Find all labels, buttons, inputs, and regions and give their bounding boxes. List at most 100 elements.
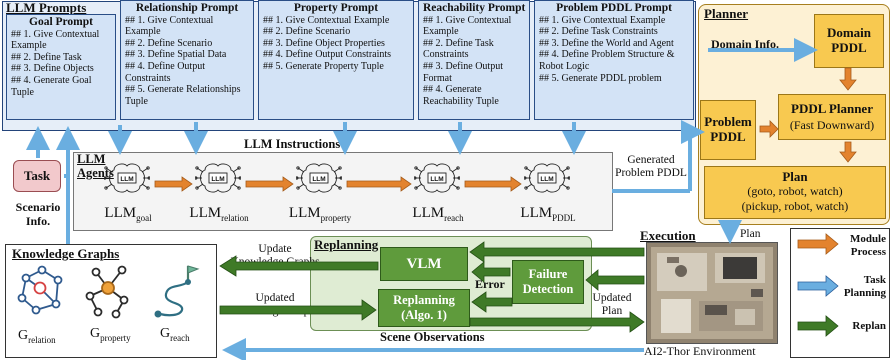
llm-sub: goal: [136, 213, 152, 223]
execution-title: Execution: [640, 228, 696, 243]
llm-base: LLM: [288, 205, 321, 221]
replan-box-line: Replanning: [393, 293, 455, 307]
prompt-item: ## 5. Generate Property Tuple: [263, 60, 384, 72]
prompt-item: ## 3. Define Object Properties: [263, 37, 385, 49]
updated-kg-line: Updated: [255, 292, 295, 304]
prompt-item: ## 4. Define Problem Structure & Robot L…: [539, 49, 675, 72]
llm-property-label: LLMproperty: [280, 205, 360, 223]
prompt-item: ## 3. Define Output Format: [423, 60, 503, 84]
brain-llm-text: LLM: [312, 176, 325, 183]
problem-pddl-prompt-title: Problem PDDL Prompt: [556, 2, 672, 14]
legend-line: Task: [863, 274, 886, 286]
prompt-item: ## 3. Define the World and Agent: [539, 37, 674, 49]
llm-base: LLM: [412, 205, 445, 221]
prompt-item: ## 1. Give Contextual Example: [11, 28, 100, 52]
replanning-algo-box: Replanning (Algo. 1): [378, 289, 470, 327]
updated-plan-label: Updated Plan: [588, 292, 636, 318]
llm-brain-icon: LLM: [194, 160, 242, 201]
prompt-item: ## 2. Define Task Constraints: [423, 37, 494, 61]
reachability-prompt-box: Reachability Prompt ## 1. Give Contextua…: [418, 0, 530, 120]
knowledge-graph-icons: [17, 265, 200, 319]
llm-pddl-label: LLMPDDL: [508, 205, 588, 223]
ai2thor-scene-drawing: [647, 243, 777, 343]
prompt-item: ## 2. Define Scenario: [263, 26, 351, 38]
scenario-info-label: Scenario Info.: [10, 200, 66, 228]
pddl-planner-subtitle: (Fast Downward): [789, 118, 875, 132]
g-property-label: Gproperty: [90, 326, 131, 343]
ai2thor-scene-image: [646, 242, 778, 344]
domain-pddl-line: Domain: [826, 25, 872, 40]
failure-line: Failure: [528, 267, 568, 281]
prompt-item: ## 4. Generate Reachability Tuple: [423, 84, 499, 107]
llm-instructions-label: LLM Instructions: [244, 137, 341, 151]
plan-box: Plan (goto, robot, watch) (pickup, robot…: [704, 166, 886, 219]
llm-sub: property: [320, 213, 352, 223]
prompt-item: ## 1. Give Contextual Example: [539, 14, 666, 26]
problem-pddl-box: Problem PDDL: [700, 100, 756, 160]
g-sub: relation: [28, 334, 56, 345]
prompt-item: ## 4. Define Output Constraints: [263, 49, 392, 61]
brain-llm-text: LLM: [540, 176, 553, 183]
updated-plan-line: Plan: [601, 305, 623, 317]
llm-base: LLM: [104, 205, 137, 221]
property-prompt-title: Property Prompt: [293, 2, 379, 14]
llm-goal-label: LLMgoal: [88, 205, 168, 223]
task-box: Task: [13, 160, 61, 192]
legend-module-label: Module Process: [840, 233, 886, 259]
prompt-item: ## 2. Define Task: [11, 51, 82, 63]
plan-line: (goto, robot, watch): [747, 184, 843, 198]
vlm-label: VLM: [406, 256, 442, 272]
prompt-item: ## 2. Define Scenario: [125, 37, 213, 49]
domain-pddl-box: Domain PDDL: [814, 14, 884, 68]
llm-reach-label: LLMreach: [398, 205, 478, 223]
updated-plan-line: Updated: [592, 292, 632, 304]
domain-info-label: Domain Info.: [711, 37, 780, 51]
llm-brain-icon: LLM: [103, 160, 151, 201]
g-base: G: [160, 326, 171, 341]
brain-llm-text: LLM: [120, 176, 133, 183]
brain-llm-text: LLM: [430, 176, 443, 183]
llm-brain-icon: LLM: [523, 160, 571, 201]
error-label: Error: [475, 277, 505, 291]
prompt-item: ## 5. Generate Relationships Tuple: [125, 84, 241, 107]
scene-observations-label: Scene Observations: [380, 330, 485, 344]
vlm-box: VLM: [380, 247, 468, 281]
task-label: Task: [23, 168, 51, 183]
reachability-prompt-title: Reachability Prompt: [423, 2, 526, 14]
knowledge-graphs-title: Knowledge Graphs: [12, 246, 120, 261]
g-base: G: [18, 328, 29, 343]
pddl-planner-box: PDDL Planner (Fast Downward): [778, 94, 886, 140]
llm-brain-icon: LLM: [413, 160, 461, 201]
prompt-item: ## 2. Define Task Constraints: [539, 26, 658, 38]
planner-title: Planner: [704, 6, 749, 21]
relationship-prompt-title: Relationship Prompt: [135, 2, 239, 14]
property-prompt-box: Property Prompt ## 1. Give Contextual Ex…: [258, 0, 414, 120]
goal-prompt-box: Goal Prompt ## 1. Give Contextual Exampl…: [6, 14, 116, 120]
update-kg-line: Update: [258, 243, 292, 255]
legend-line: Planning: [843, 287, 886, 299]
prompt-item: ## 3. Define Objects: [11, 63, 94, 75]
g-relation-label: Grelation: [18, 328, 56, 345]
prompt-item: ## 4. Generate Goal Tuple: [11, 74, 92, 98]
scenario-line: Scenario: [15, 200, 61, 214]
property-graph-icon: [85, 265, 129, 319]
update-kg-label: Update Knowledge Graphs: [222, 243, 328, 269]
prompt-item: ## 1. Give Contextual Example: [423, 14, 512, 38]
generated-problem-pddl-label: Generated Problem PDDL: [608, 154, 694, 180]
llm-prompts-title: LLM Prompts: [6, 0, 87, 15]
g-sub: reach: [170, 332, 190, 343]
llm-base: LLM: [520, 205, 553, 221]
update-kg-line: Knowledge Graphs: [230, 256, 320, 268]
problem-pddl-prompt-box: Problem PDDL Prompt ## 1. Give Contextua…: [534, 0, 694, 120]
scenario-line: Info.: [25, 214, 51, 228]
llm-agents-title-line: LLM: [77, 152, 106, 166]
updated-kg-label: Updated Knowledge Graphs: [222, 292, 328, 318]
legend-line: Process: [850, 246, 886, 258]
problem-pddl-line: Problem: [704, 114, 752, 129]
llm-sub: PDDL: [552, 213, 576, 223]
llm-brain-icon: LLM: [295, 160, 343, 201]
g-sub: property: [100, 332, 131, 343]
brain-llm-text: LLM: [211, 176, 224, 183]
prompt-item: ## 3. Define Spatial Data: [125, 49, 227, 61]
llm-sub: relation: [221, 213, 249, 223]
